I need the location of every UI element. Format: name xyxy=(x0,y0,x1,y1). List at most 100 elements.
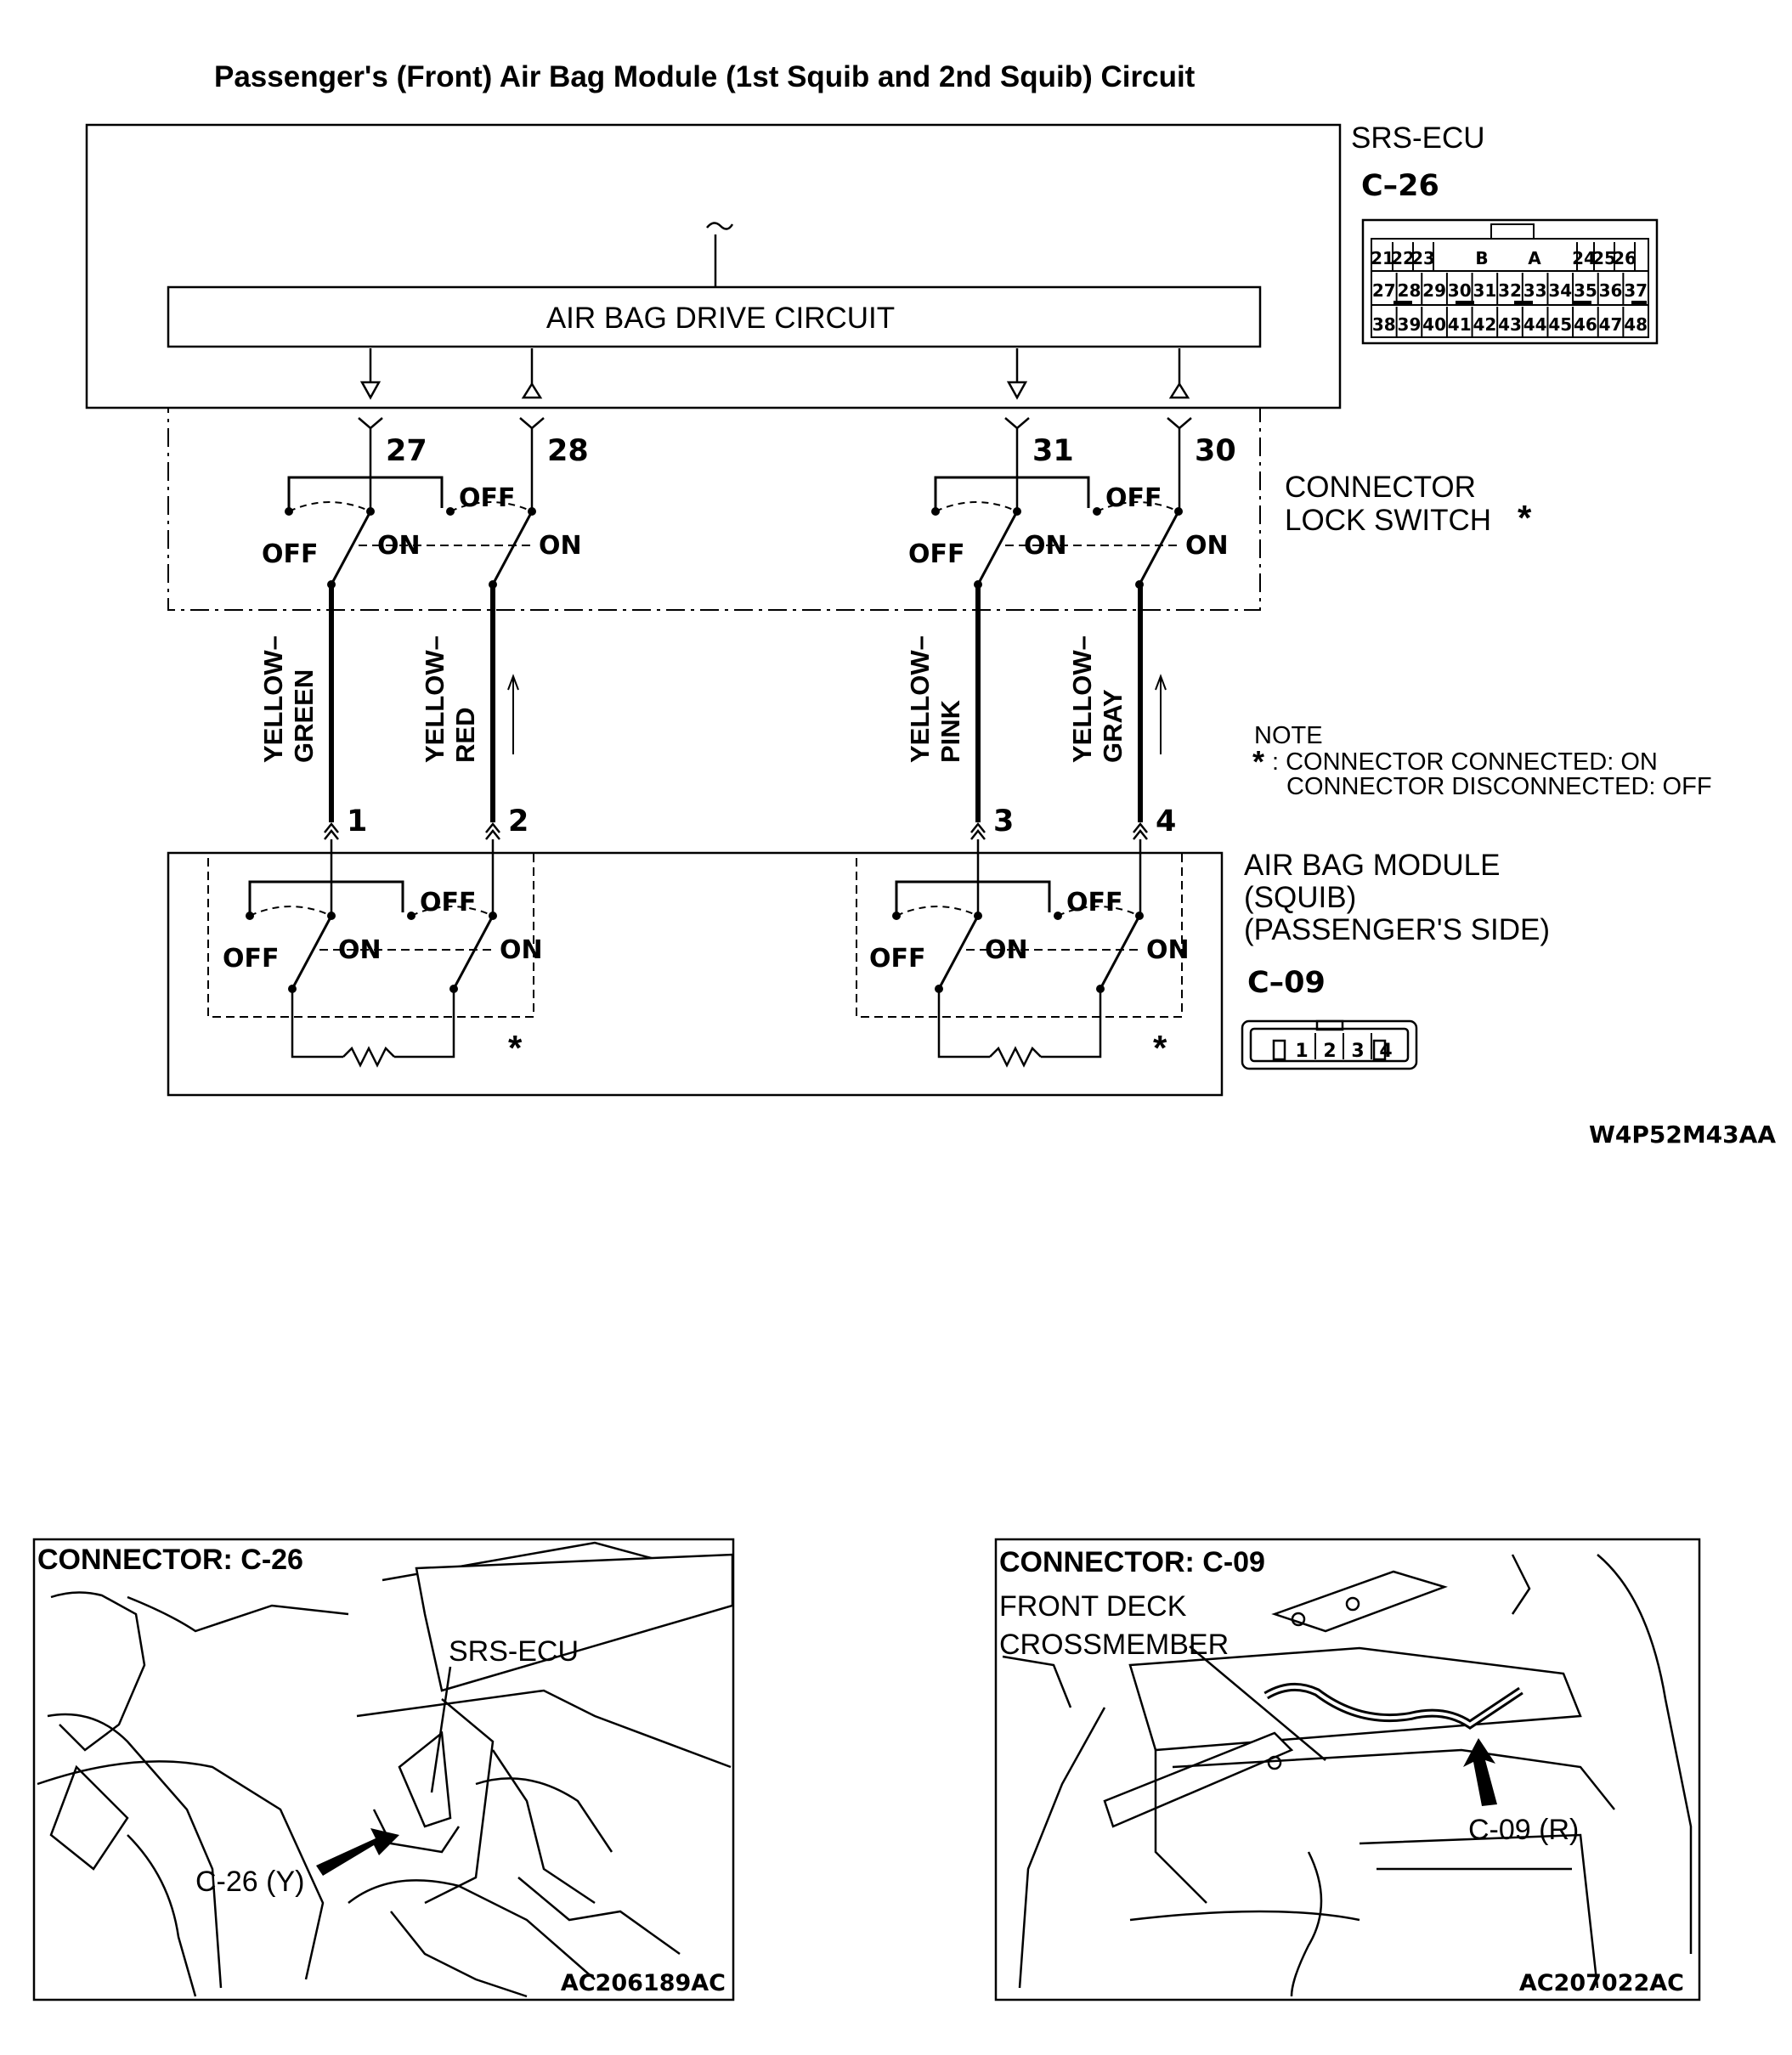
c26-pin-45: 45 xyxy=(1548,314,1572,335)
c26-pin-B: B xyxy=(1475,248,1488,268)
svg-text:ON: ON xyxy=(377,531,421,561)
figure-code: W4P52M43AA xyxy=(1589,1121,1776,1149)
svg-text:YELLOW–: YELLOW– xyxy=(1067,635,1097,763)
c26-pin-31: 31 xyxy=(1473,280,1496,301)
svg-text:OFF: OFF xyxy=(262,539,319,569)
svg-text:ON: ON xyxy=(1185,531,1229,561)
lock-switch-star: * xyxy=(1518,498,1532,538)
c26-pin-41: 41 xyxy=(1448,314,1472,335)
note-star: * xyxy=(1252,744,1264,779)
module-switch-labels: OFF ON OFF ON OFF ON OFF ON xyxy=(223,888,1190,974)
wire-color-labels: YELLOW– GREEN YELLOW– RED YELLOW– PINK Y… xyxy=(258,635,1128,763)
svg-text:PINK: PINK xyxy=(936,699,965,763)
pin-2: 2 xyxy=(508,804,529,838)
c26-pin-44: 44 xyxy=(1523,314,1547,335)
svg-text:CONNECTOR: C-26: CONNECTOR: C-26 xyxy=(37,1544,303,1576)
svg-text:ON: ON xyxy=(539,531,582,561)
c26-connector-face xyxy=(1361,218,1659,345)
lock-switch-label-2: LOCK SWITCH xyxy=(1285,504,1491,537)
drive-circuit-box xyxy=(167,285,1262,348)
svg-text:FRONT DECK: FRONT DECK xyxy=(999,1590,1187,1623)
ecu-connector-id: C–26 xyxy=(1361,169,1439,203)
c26-pin-43: 43 xyxy=(1498,314,1522,335)
squib-resistor-loops xyxy=(291,989,1102,1059)
ecu-terminal-lines xyxy=(358,348,1192,511)
module-star-2: * xyxy=(1153,1028,1167,1068)
connector-chevron-4 xyxy=(1132,822,1149,841)
pin-1: 1 xyxy=(347,804,367,838)
svg-text:OFF: OFF xyxy=(908,539,965,569)
c26-pin-24: 24 xyxy=(1572,248,1596,268)
c26-pin-38: 38 xyxy=(1372,314,1396,335)
svg-text:C-09 (R): C-09 (R) xyxy=(1468,1814,1579,1846)
c26-pin-36: 36 xyxy=(1599,280,1623,301)
svg-text:CONNECTOR: C-09: CONNECTOR: C-09 xyxy=(999,1546,1265,1578)
c26-pin-34: 34 xyxy=(1548,280,1572,301)
c26-pin-A: A xyxy=(1528,248,1541,268)
svg-text:GRAY: GRAY xyxy=(1098,689,1128,763)
svg-text:ON: ON xyxy=(1024,531,1067,561)
connector-chevron-2 xyxy=(484,822,501,841)
connector-lock-switch-box xyxy=(167,407,1261,611)
c09-pin-4: 4 xyxy=(1379,1041,1392,1062)
pin-4: 4 xyxy=(1156,804,1176,838)
note-heading: NOTE xyxy=(1254,722,1323,749)
svg-text:YELLOW–: YELLOW– xyxy=(420,635,449,763)
terminal-27: 27 xyxy=(386,434,427,468)
module-wire-stubs xyxy=(330,839,1142,916)
harness-wires xyxy=(329,584,1143,822)
drive-circuit-label: AIR BAG DRIVE CIRCUIT xyxy=(546,302,895,335)
c26-pin-37: 37 xyxy=(1624,280,1648,301)
svg-text:OFF: OFF xyxy=(223,944,280,974)
svg-text:C-26 (Y): C-26 (Y) xyxy=(195,1866,304,1898)
c09-connector-face xyxy=(1241,1019,1418,1070)
connector-chevron-1 xyxy=(323,822,340,841)
air-bag-module-box xyxy=(167,851,1224,1097)
module-label-2: (SQUIB) xyxy=(1244,881,1356,914)
connector-c26-location-photo: CONNECTOR: C-26 SRS-ECU C-26 (Y) AC20618… xyxy=(32,1538,735,2001)
svg-text:SRS-ECU: SRS-ECU xyxy=(449,1635,579,1668)
svg-text:OFF: OFF xyxy=(420,888,477,917)
svg-text:OFF: OFF xyxy=(1105,483,1162,513)
c09-pin-1: 1 xyxy=(1295,1041,1308,1062)
connector-chevron-3 xyxy=(969,822,986,841)
svg-text:ON: ON xyxy=(1146,935,1190,965)
module-label-1: AIR BAG MODULE xyxy=(1244,849,1500,882)
c26-pin-47: 47 xyxy=(1599,314,1623,335)
c26-pin-35: 35 xyxy=(1574,280,1597,301)
svg-text:YELLOW–: YELLOW– xyxy=(905,635,935,763)
module-star-1: * xyxy=(508,1028,523,1068)
svg-text:AC206189AC: AC206189AC xyxy=(561,1970,726,1996)
current-flow-arrows xyxy=(507,674,1167,754)
svg-text:OFF: OFF xyxy=(459,483,516,513)
ecu-name: SRS-ECU xyxy=(1351,121,1485,155)
connector-c09-location-photo: CONNECTOR: C-09 FRONT DECK CROSSMEMBER C… xyxy=(994,1538,1701,2001)
lock-switch-label-1: CONNECTOR xyxy=(1285,471,1476,504)
lock-switch-labels: OFF ON OFF ON OFF ON OFF ON xyxy=(262,483,1229,569)
c09-pin-3: 3 xyxy=(1351,1041,1364,1062)
c26-pin-40: 40 xyxy=(1422,314,1446,335)
squib-2-resistor-icon xyxy=(988,1047,1043,1067)
note-line-1: : CONNECTOR CONNECTED: ON xyxy=(1272,748,1658,776)
svg-text:GREEN: GREEN xyxy=(289,669,319,763)
c26-pin-48: 48 xyxy=(1624,314,1648,335)
c26-pin-21: 21 xyxy=(1371,248,1394,268)
c09-pin-2: 2 xyxy=(1323,1041,1336,1062)
svg-text:RED: RED xyxy=(450,708,480,763)
c26-pin-27: 27 xyxy=(1372,280,1396,301)
svg-text:YELLOW–: YELLOW– xyxy=(258,635,288,763)
c26-pin-32: 32 xyxy=(1498,280,1522,301)
svg-text:OFF: OFF xyxy=(1066,888,1123,917)
c26-pin-28: 28 xyxy=(1398,280,1422,301)
c26-pin-46: 46 xyxy=(1574,314,1597,335)
svg-text:ON: ON xyxy=(338,935,382,965)
svg-text:CROSSMEMBER: CROSSMEMBER xyxy=(999,1629,1229,1661)
c26-pin-33: 33 xyxy=(1523,280,1547,301)
c26-pin-26: 26 xyxy=(1613,248,1637,268)
svg-text:ON: ON xyxy=(985,935,1028,965)
svg-text:ON: ON xyxy=(500,935,543,965)
c26-pin-30: 30 xyxy=(1448,280,1472,301)
c26-pin-42: 42 xyxy=(1473,314,1496,335)
